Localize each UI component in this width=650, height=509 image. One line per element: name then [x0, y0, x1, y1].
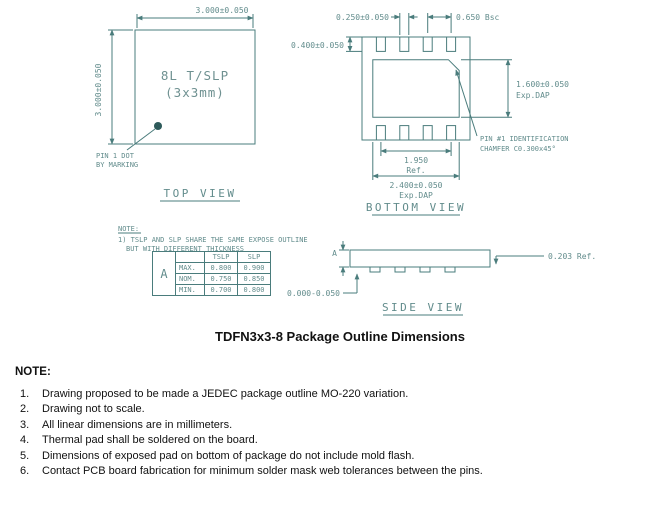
note-item: 1. Drawing proposed to be made a JEDEC p…	[15, 387, 640, 402]
note-item: 5. Dimensions of exposed pad on bottom o…	[15, 449, 640, 464]
package-outline-drawing: 3.000±0.050 3.000±0.050 8L T/SLP (3x3mm)…	[94, 6, 596, 316]
shared-note-line1: 1) TSLP AND SLP SHARE THE SAME EXPOSE OU…	[118, 236, 308, 244]
empty-header-cell	[175, 251, 205, 263]
top-view: 3.000±0.050 3.000±0.050 8L T/SLP (3x3mm)…	[94, 6, 256, 202]
note-number: 5.	[20, 449, 30, 462]
pad-pitch-dim: 0.650 Bsc	[456, 13, 500, 22]
standoff-dim: 0.000-0.050	[287, 289, 340, 298]
note-text: Contact PCB board fabrication for minimu…	[42, 465, 483, 478]
shared-note-heading: NOTE:	[118, 225, 139, 233]
tslp-max: 0.800	[204, 262, 238, 274]
drawing-title: TDFN3x3-8 Package Outline Dimensions	[215, 329, 465, 344]
slp-min: 0.800	[237, 284, 271, 296]
slp-max: 0.900	[237, 262, 271, 274]
dap-height-dim: 1.600±0.050	[516, 80, 569, 89]
side-view-body-outline	[339, 241, 544, 316]
row-label: MAX.	[175, 262, 205, 274]
package-name-label: 8L T/SLP	[161, 68, 229, 83]
tslp-nom: 0.750	[204, 273, 238, 285]
note-number: 6.	[20, 465, 30, 478]
thickness-table: A TSLP SLP MAX. 0.800 0.900 NOM. 0.750 0…	[152, 251, 271, 296]
bottom-view-label: BOTTOM VIEW	[366, 201, 466, 214]
row-label: MIN.	[175, 284, 205, 296]
thickness-symbol-cell: A	[152, 251, 176, 296]
note-item: 3. All linear dimensions are in millimet…	[15, 418, 640, 433]
table-row: A TSLP SLP	[152, 251, 271, 296]
table-row: MIN. 0.700 0.800	[153, 284, 271, 296]
thickness-symbol: A	[332, 249, 337, 258]
dap-width-dim: 2.400±0.050	[390, 181, 443, 190]
chamfer-note-line2: CHAMFER C0.300x45°	[480, 145, 556, 153]
note-number: 4.	[20, 434, 30, 447]
chamfer-note-line1: PIN #1 IDENTIFICATION	[480, 135, 569, 143]
pin1-note-line2: BY MARKING	[96, 161, 138, 169]
bottom-view: 0.250±0.050 0.650 Bsc 0.400±0.050 1.600±…	[291, 13, 569, 216]
note-number: 2.	[20, 403, 30, 416]
col-header-slp: SLP	[237, 251, 271, 263]
pin1-note-line1: PIN 1 DOT	[96, 152, 135, 160]
note-text: Drawing proposed to be made a JEDEC pack…	[42, 388, 409, 400]
shared-note: NOTE: 1) TSLP AND SLP SHARE THE SAME EXP…	[118, 225, 308, 253]
slp-nom: 0.850	[237, 273, 271, 285]
lead-thickness-dim: 0.203 Ref.	[548, 252, 596, 261]
package-size-label: (3x3mm)	[165, 85, 225, 100]
note-item: 6. Contact PCB board fabrication for min…	[15, 464, 640, 479]
top-view-label: TOP VIEW	[164, 187, 237, 200]
exposed-pad	[372, 59, 460, 118]
top-view-height-dim: 3.000±0.050	[94, 63, 103, 116]
dap-height-dim-label: Exp.DAP	[516, 91, 550, 100]
tslp-min: 0.700	[204, 284, 238, 296]
note-text: Dimensions of exposed pad on bottom of p…	[42, 449, 415, 462]
note-text: Drawing not to scale.	[42, 403, 145, 416]
dap-width-dim-label: Exp.DAP	[399, 191, 433, 200]
note-text: All linear dimensions are in millimeters…	[42, 418, 233, 431]
note-number: 3.	[20, 418, 30, 431]
notes-section: NOTE: 1. Drawing proposed to be made a J…	[15, 366, 640, 479]
note-text: Thermal pad shall be soldered on the boa…	[42, 434, 258, 447]
col-header-tslp: TSLP	[204, 251, 238, 263]
note-item: 4. Thermal pad shall be soldered on the …	[15, 433, 640, 448]
pad-length-dim: 0.400±0.050	[291, 41, 344, 50]
top-view-body-outline	[108, 14, 256, 202]
note-number: 1.	[20, 388, 30, 400]
row-label: NOM.	[175, 273, 205, 285]
pin-span-dim: 1.950	[404, 156, 428, 165]
notes-heading: NOTE:	[15, 366, 51, 378]
side-view: A 0.203 Ref. 0.000-0.050 SIDE VIEW	[287, 241, 596, 316]
pin-span-dim-ref: Ref.	[406, 166, 425, 175]
top-view-width-dim: 3.000±0.050	[196, 6, 249, 15]
pad-width-dim: 0.250±0.050	[336, 13, 389, 22]
pin1-dot-marker	[154, 122, 162, 130]
note-item: 2. Drawing not to scale.	[15, 402, 640, 417]
bottom-view-body-outline	[346, 13, 512, 216]
shared-note-line2: BUT WITH DIFFERENT THICKNESS	[126, 245, 244, 253]
side-view-label: SIDE VIEW	[382, 301, 464, 314]
